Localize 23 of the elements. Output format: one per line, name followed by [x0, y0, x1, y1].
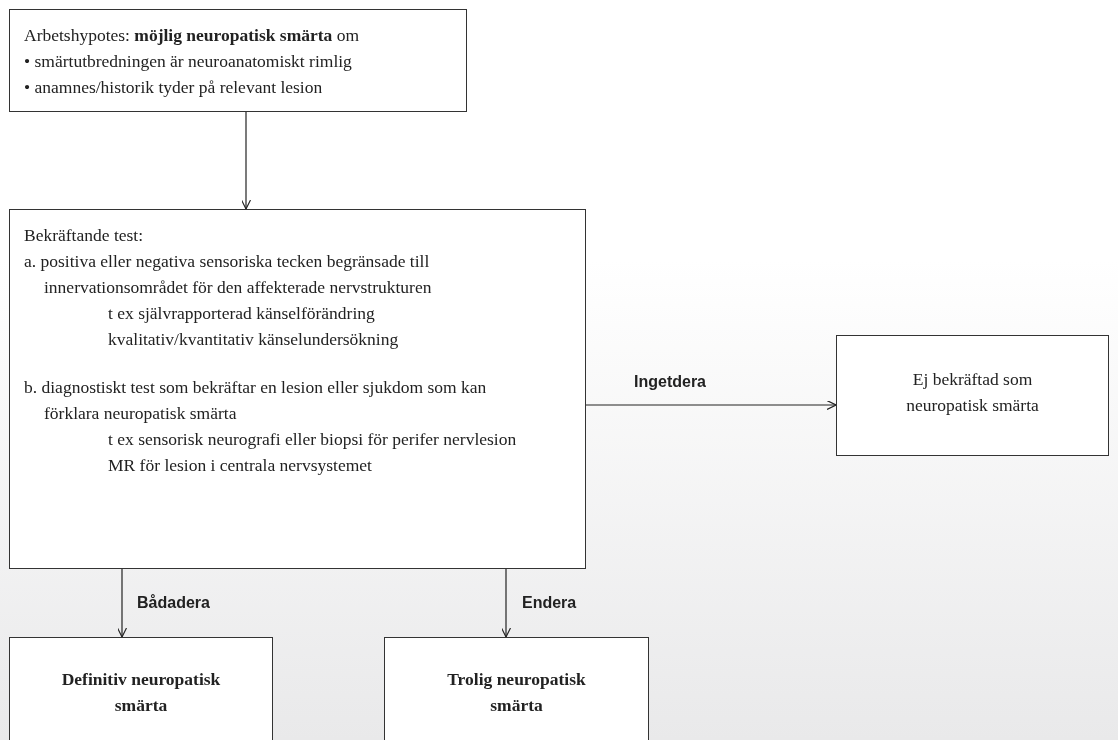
box-text: • anamnes/historik tyder på relevant lesion	[24, 76, 324, 99]
box-text: • smärtutbredningen är neuroanatomiskt rimlig	[24, 50, 353, 73]
arrow	[240, 111, 252, 210]
arrow	[116, 568, 128, 638]
edge-label: Ingetdera	[634, 373, 706, 391]
process-box	[9, 9, 467, 112]
process-box	[9, 209, 586, 569]
process-box	[836, 335, 1109, 456]
process-box	[9, 637, 273, 740]
edge-label: Endera	[522, 594, 577, 612]
box-text: Ej bekräftad som neuropatisk smärta	[905, 368, 1040, 417]
arrow	[585, 399, 837, 411]
box-text: kvalitativ/kvantitativ känselundersökning	[107, 328, 400, 351]
box-text: Arbetshypotes: möjlig neuropatisk smärta om	[24, 24, 361, 47]
box-text: Bekräftande test:	[24, 224, 145, 247]
box-text: Definitiv neuropatisk smärta	[60, 668, 222, 717]
box-text: MR för lesion i centrala nervsystemet	[107, 454, 373, 477]
process-box	[384, 637, 649, 740]
box-text: t ex sensorisk neurografi eller biopsi för perifer nervlesion	[107, 428, 518, 451]
edge-label: Bådadera	[137, 594, 210, 612]
arrow	[500, 568, 512, 638]
box-text: Trolig neuropatisk smärta	[446, 668, 587, 717]
box-text: t ex självrapporterad känselförändring	[107, 302, 376, 325]
